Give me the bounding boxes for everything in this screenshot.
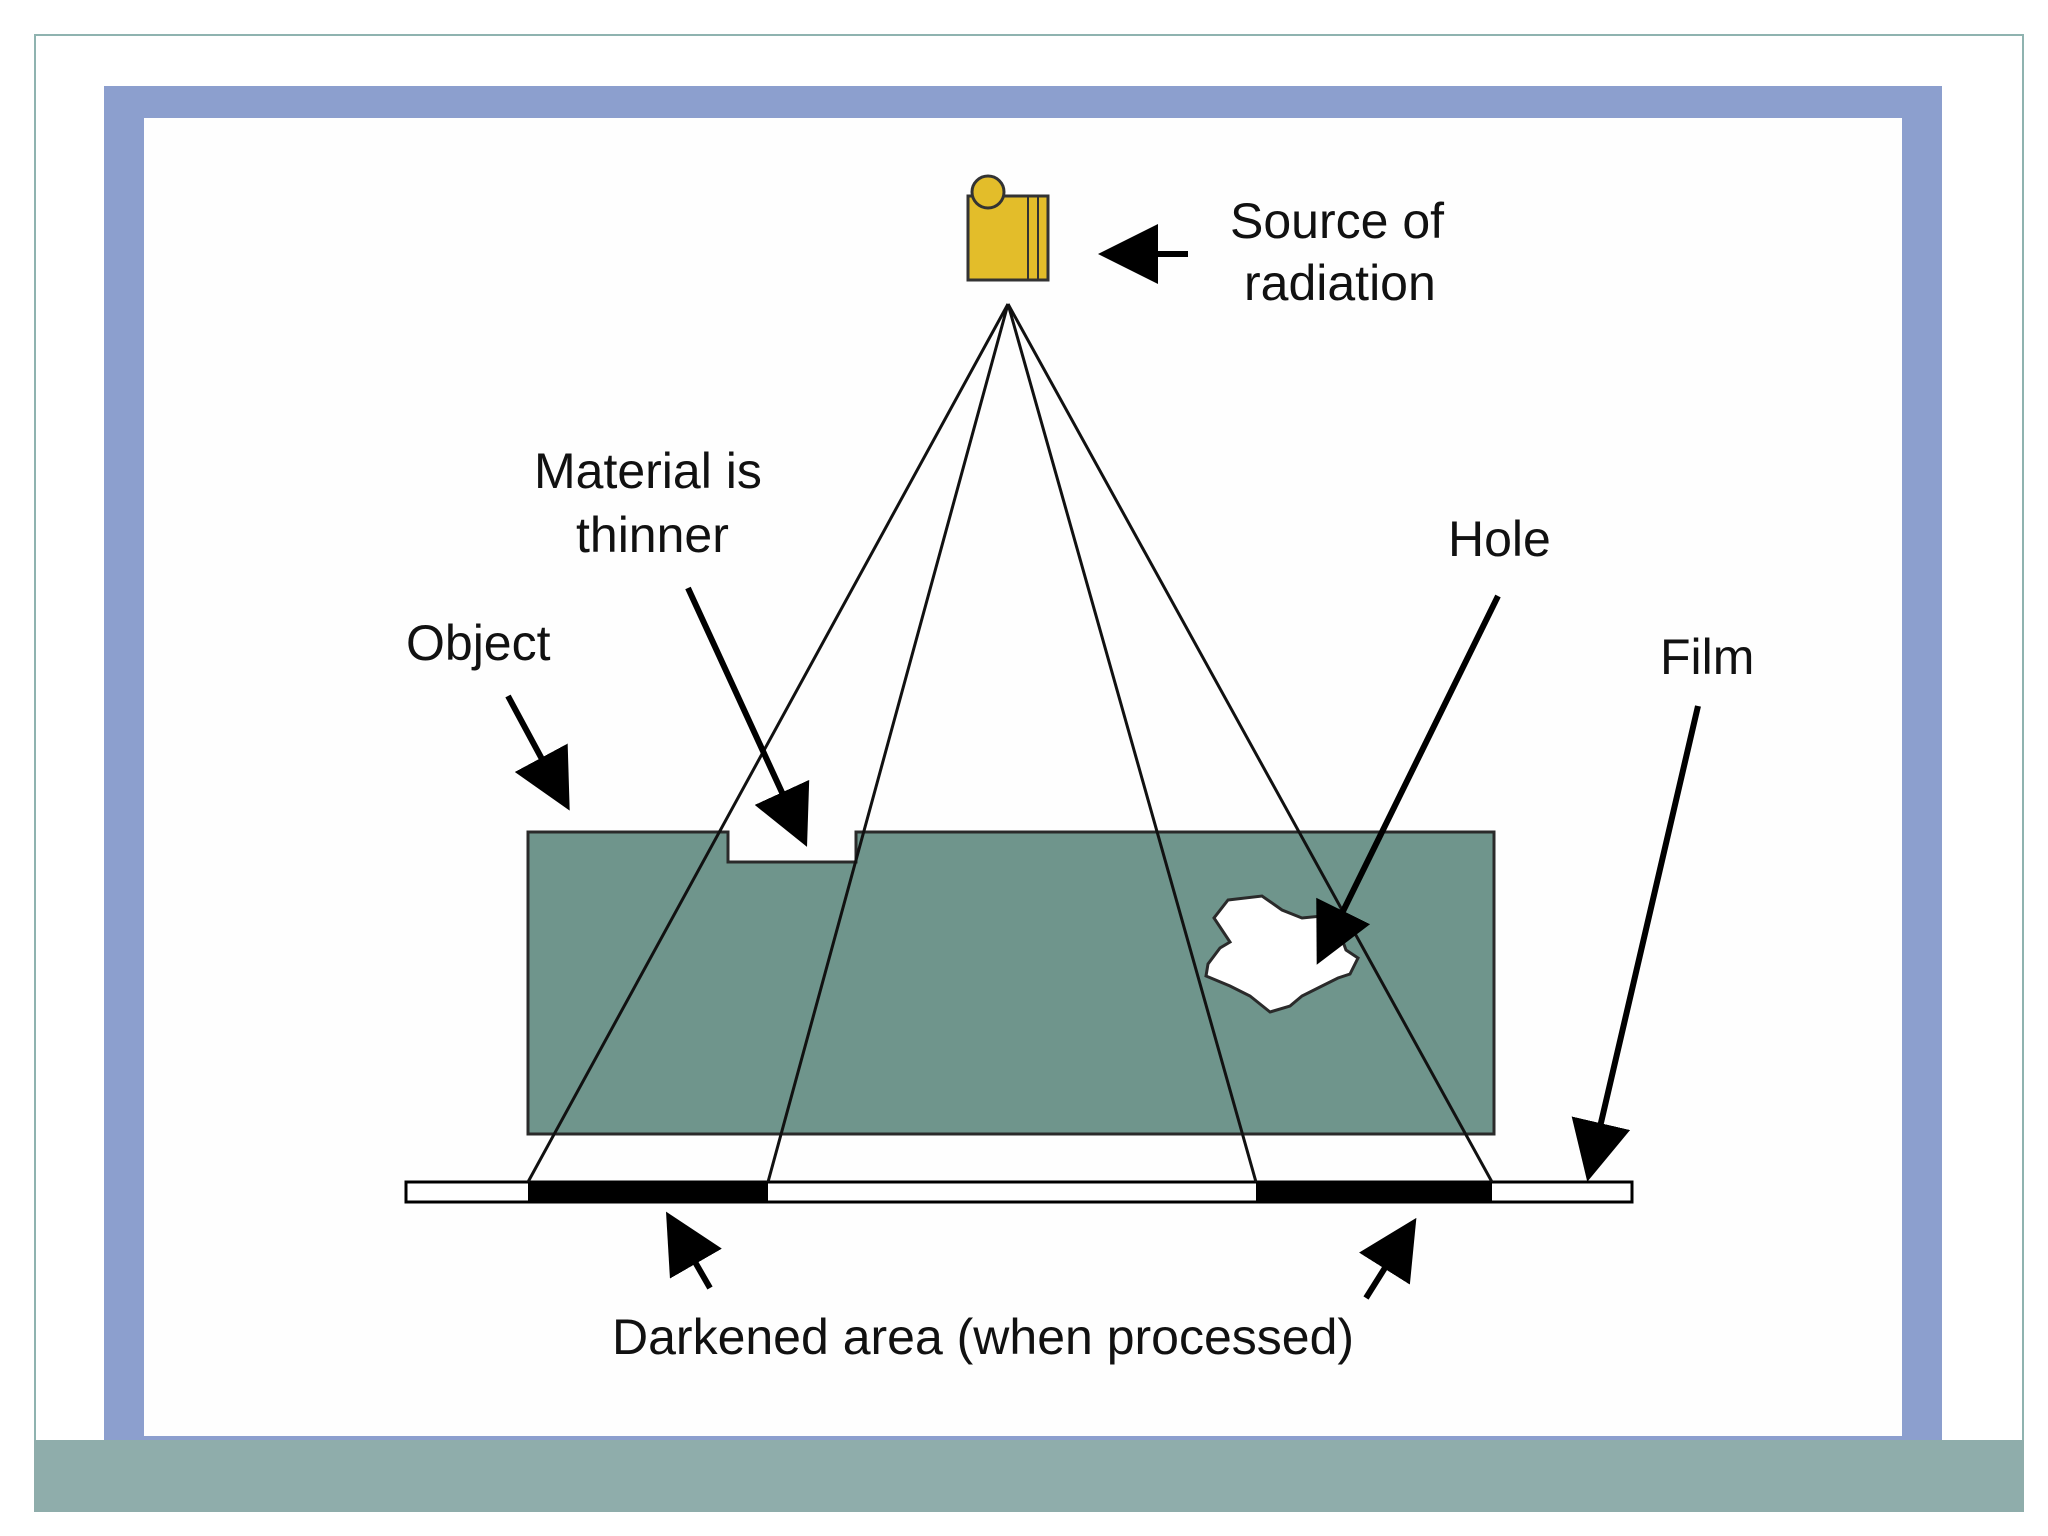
object-label: Object <box>406 615 551 671</box>
beam-line-3 <box>1006 303 1258 1183</box>
darkened-area-left <box>528 1182 768 1202</box>
film-arrow <box>1571 705 1701 1182</box>
footer-bar <box>34 1440 2024 1512</box>
thinner-label-line1: Material is <box>534 443 762 499</box>
beam-line-4 <box>1006 303 1494 1183</box>
beam-line-2 <box>766 303 1010 1183</box>
darkened-label: Darkened area (when processed) <box>612 1309 1354 1365</box>
test-object <box>526 830 1496 1136</box>
beam-line-1 <box>526 303 1010 1183</box>
hole-label: Hole <box>1448 511 1551 567</box>
darkened-area-right <box>1256 1182 1492 1202</box>
thinner-arrow <box>685 586 810 847</box>
radiation-source-icon <box>966 174 1050 282</box>
film-label: Film <box>1660 629 1754 685</box>
darkened-arrow-left <box>666 1211 722 1290</box>
object-arrow <box>505 694 570 811</box>
annotation-arrows <box>505 224 1701 1300</box>
figure-panel <box>144 118 1902 1436</box>
source-label-line1: Source of <box>1230 193 1444 249</box>
hole-arrow <box>1316 594 1501 965</box>
thinner-label-line2: thinner <box>576 507 729 563</box>
source-label-line2: radiation <box>1244 255 1436 311</box>
radiation-beams <box>526 303 1494 1183</box>
darkened-arrow-right <box>1359 1217 1417 1300</box>
